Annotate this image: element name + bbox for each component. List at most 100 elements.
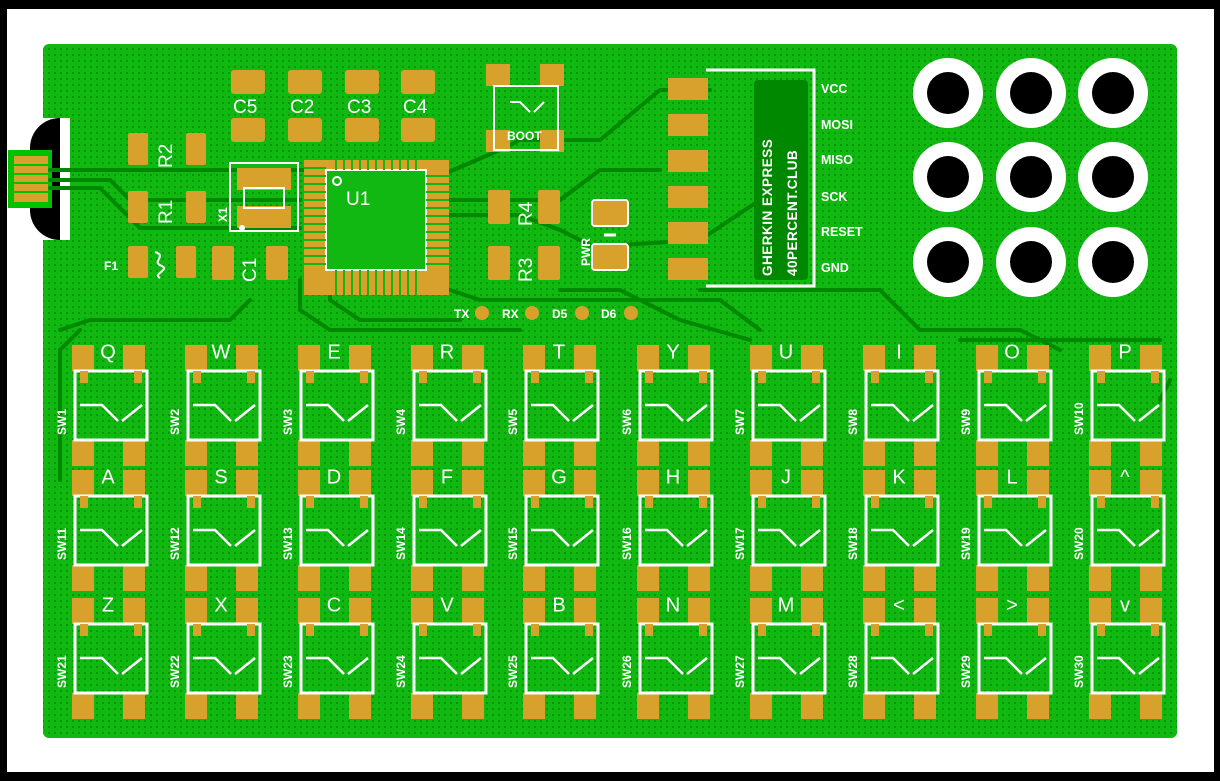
- microcontroller-u1: U1: [304, 160, 449, 295]
- switch-pad: [411, 440, 433, 466]
- switch-pad: [236, 598, 258, 624]
- switch-contact: [419, 371, 427, 383]
- switch-pad: [72, 565, 94, 591]
- capacitor-group: C5 C2 C3 C4: [231, 70, 435, 142]
- switch-contact: [585, 624, 593, 636]
- switch-symbol: [306, 403, 369, 422]
- resistor-r1-label: R1: [156, 200, 177, 224]
- switch-symbol: [1097, 403, 1160, 422]
- switch-pad: [1089, 470, 1111, 496]
- switch-pad: [1140, 565, 1162, 591]
- switch-outline: [524, 369, 600, 442]
- switch-contact: [1097, 496, 1105, 508]
- key-label: N: [666, 594, 680, 616]
- switch-pad: [523, 440, 545, 466]
- switch-symbol: [193, 403, 256, 422]
- resistors-right: R4 R3: [488, 190, 560, 282]
- switch-pad: [236, 565, 258, 591]
- switch-outline: [977, 622, 1053, 695]
- switch-designator: SW24: [394, 655, 408, 688]
- switch-contact: [645, 496, 653, 508]
- switch-pad: [185, 440, 207, 466]
- switch-symbol: [80, 528, 143, 547]
- switch-contact: [80, 371, 88, 383]
- switch-pad: [123, 598, 145, 624]
- test-point-d5-label: D5: [552, 307, 568, 321]
- switch-contact: [925, 624, 933, 636]
- switch-outline: [1090, 369, 1166, 442]
- switch-pad: [411, 565, 433, 591]
- switch-pad: [1027, 345, 1049, 371]
- switch-pad: [1027, 598, 1049, 624]
- switch-pad: [123, 470, 145, 496]
- switch-pad: [688, 565, 710, 591]
- switch-outline: [524, 494, 600, 567]
- switch-pad: [914, 345, 936, 371]
- switch-contact: [134, 496, 142, 508]
- switch-pad: [1089, 440, 1111, 466]
- mounting-holes: [913, 58, 1148, 297]
- switch-outline: [864, 369, 940, 442]
- switch-symbol: [758, 403, 821, 422]
- capacitor-c3-label: C3: [347, 97, 371, 118]
- switch-contact: [1038, 371, 1046, 383]
- switch-pad: [574, 565, 596, 591]
- switch-pad: [411, 470, 433, 496]
- switch-symbol: [193, 656, 256, 675]
- switch-pad: [750, 693, 772, 719]
- switch-symbol: [531, 403, 594, 422]
- switch-pad: [688, 440, 710, 466]
- switch-outline: [638, 622, 714, 695]
- switch-pad: [863, 598, 885, 624]
- switch-pad: [914, 565, 936, 591]
- switch-designator: SW21: [55, 655, 69, 688]
- switch-symbol: [531, 656, 594, 675]
- switch-pad: [1089, 598, 1111, 624]
- switch-pad: [574, 693, 596, 719]
- switch-pad: [1089, 693, 1111, 719]
- switch-pad: [637, 598, 659, 624]
- switch-pad: [914, 598, 936, 624]
- switch-pad: [1140, 345, 1162, 371]
- switch-contact: [984, 496, 992, 508]
- switch-pad: [688, 470, 710, 496]
- switch-pad: [637, 440, 659, 466]
- isp-pin-gnd-label: GND: [821, 261, 849, 275]
- switch-pad: [185, 470, 207, 496]
- key-label: S: [214, 466, 227, 488]
- switch-contact: [699, 371, 707, 383]
- isp-header: VCC MOSI MISO SCK RESET GND: [668, 68, 863, 288]
- switch-pad: [185, 565, 207, 591]
- switch-pad: [863, 565, 885, 591]
- switch-pad: [462, 470, 484, 496]
- switch-pad: [298, 598, 320, 624]
- key-label: A: [101, 466, 115, 488]
- switch-pad: [750, 440, 772, 466]
- switch-contact: [360, 371, 368, 383]
- switch-symbol: [758, 528, 821, 547]
- switch-pad: [750, 470, 772, 496]
- switch-pad: [688, 693, 710, 719]
- switch-pad: [349, 693, 371, 719]
- switch-designator: SW3: [281, 409, 295, 435]
- switch-contact: [247, 371, 255, 383]
- switch-pad: [976, 598, 998, 624]
- switch-pad: [574, 598, 596, 624]
- switch-pad: [298, 345, 320, 371]
- key-label: J: [781, 466, 791, 488]
- switch-symbol: [645, 528, 708, 547]
- switch-contact: [1097, 371, 1105, 383]
- switch-pad: [523, 565, 545, 591]
- switch-contact: [758, 624, 766, 636]
- switch-designator: SW14: [394, 527, 408, 560]
- key-label: O: [1004, 341, 1020, 363]
- switch-symbol: [871, 403, 934, 422]
